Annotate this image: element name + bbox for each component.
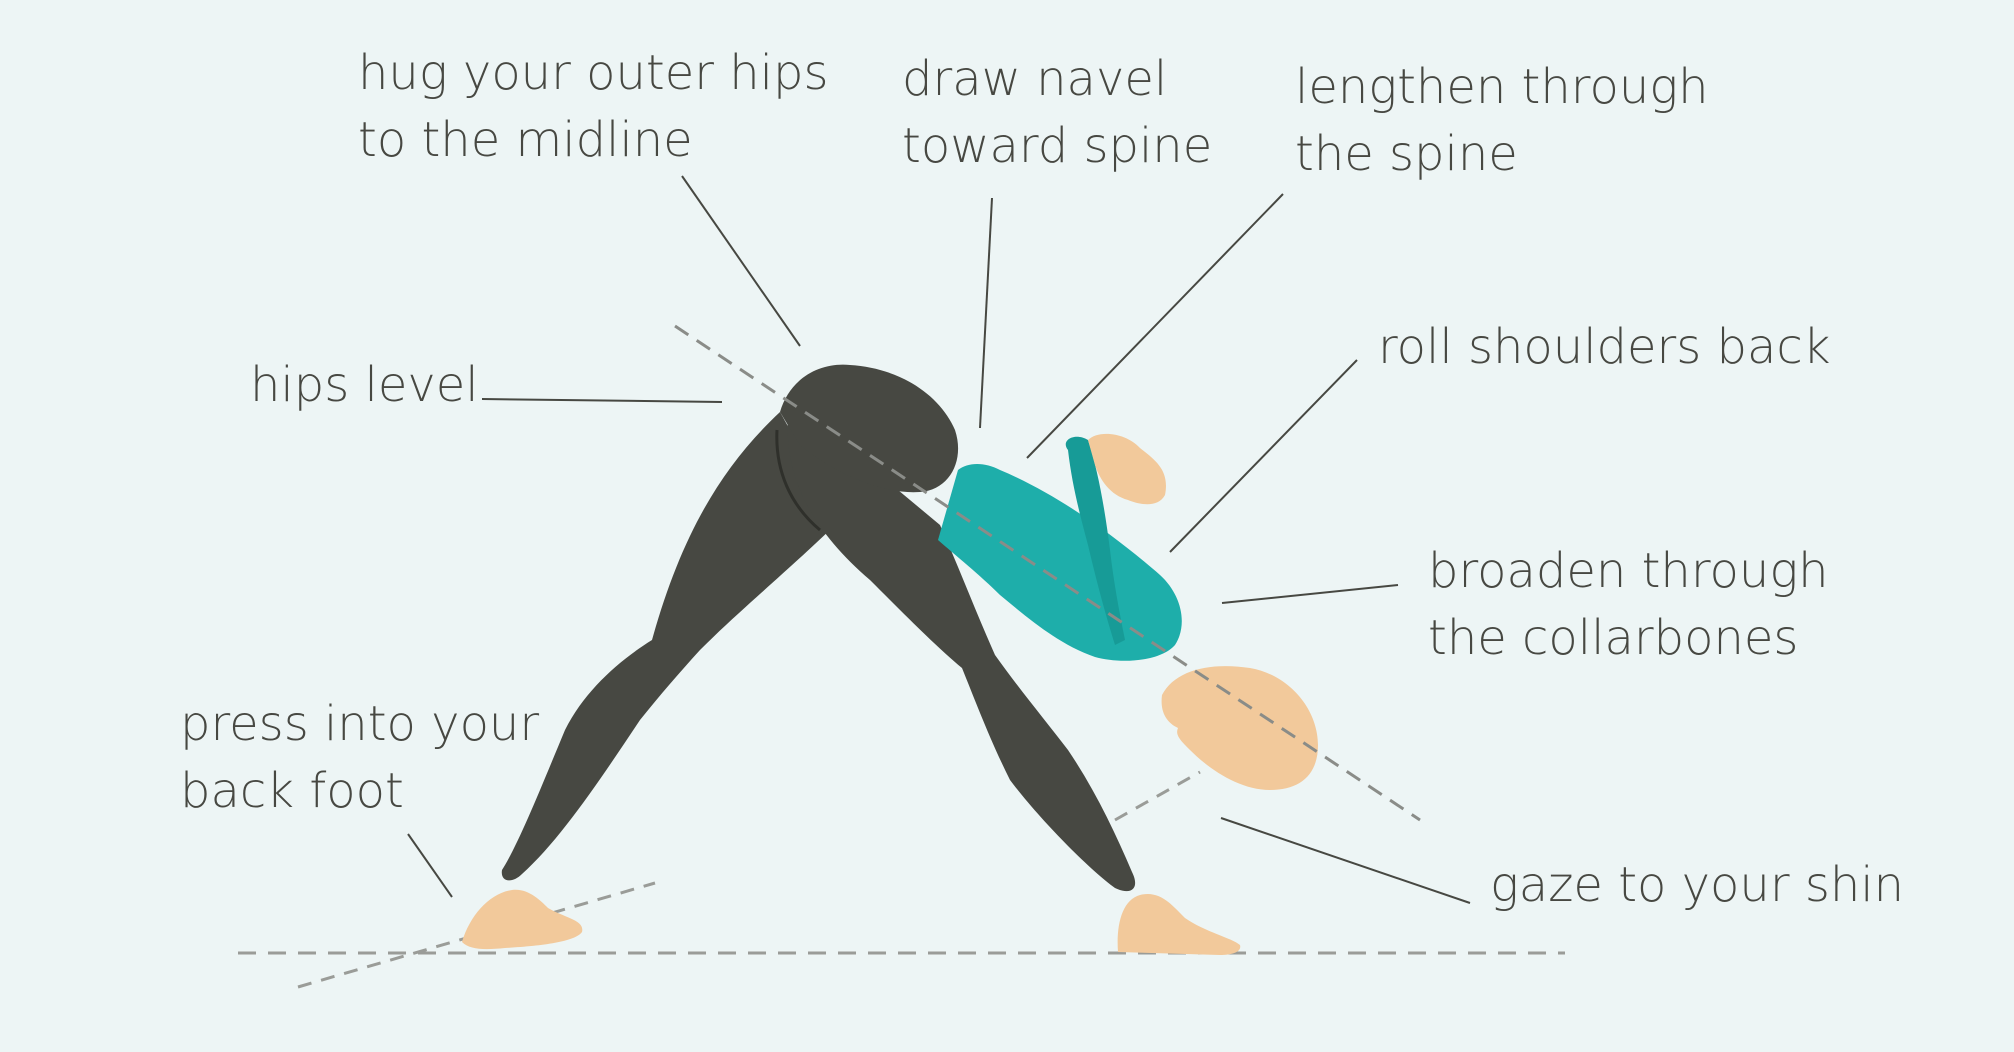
front-foot-shape <box>1117 894 1241 955</box>
roll-shoulders-annotation: roll shoulders back <box>1378 314 1831 381</box>
lengthen-spine-line-1: lengthen through <box>1295 59 1709 115</box>
draw-navel-leader-line <box>979 197 993 429</box>
gaze-shin-annotation: gaze to your shin <box>1490 852 1904 919</box>
lengthen-spine-annotation: lengthen through the spine <box>1295 54 1708 188</box>
back-foot-guide-line <box>297 881 656 989</box>
arm-sleeve-shape <box>1065 436 1125 645</box>
glute-crease-line <box>775 429 821 532</box>
front-leg-shape <box>787 400 1136 892</box>
lengthen-spine-leader-line <box>1026 193 1284 459</box>
draw-navel-line-1: draw navel <box>902 51 1168 107</box>
hug-hips-annotation: hug your outer hips to the midline <box>358 40 828 174</box>
back-foot-shape <box>462 889 583 950</box>
hug-hips-leader-line <box>681 175 801 347</box>
head-shape <box>1161 666 1318 790</box>
hug-hips-line-2: to the midline <box>358 112 693 168</box>
hips-level-annotation: hips level <box>250 352 479 419</box>
back-leg-shape <box>501 412 840 881</box>
broaden-collarbones-leader-line <box>1221 584 1399 604</box>
broaden-collarbones-line-1: broaden through <box>1428 543 1829 599</box>
hand-shape <box>1088 433 1166 505</box>
hips-level-leader-line <box>481 398 723 403</box>
gaze-shin-line-1: gaze to your shin <box>1490 857 1905 913</box>
gaze-shin-leader-line <box>1220 817 1471 904</box>
hips-level-line-1: hips level <box>250 357 479 413</box>
hug-hips-line-1: hug your outer hips <box>358 45 829 101</box>
torso-shape <box>938 464 1182 661</box>
hips-shape <box>780 364 959 493</box>
broaden-collarbones-line-2: the collarbones <box>1428 610 1799 666</box>
broaden-collarbones-annotation: broaden through the collarbones <box>1428 538 1829 672</box>
lengthen-spine-line-2: the spine <box>1295 126 1518 182</box>
press-back-foot-leader-line <box>407 833 453 898</box>
gaze-guide-line <box>1114 770 1201 822</box>
press-back-foot-annotation: press into your back foot <box>180 691 539 825</box>
press-back-foot-line-1: press into your <box>180 696 540 752</box>
press-back-foot-line-2: back foot <box>180 763 404 819</box>
draw-navel-annotation: draw navel toward spine <box>902 46 1212 180</box>
spine-guide-line <box>674 324 1421 822</box>
draw-navel-line-2: toward spine <box>902 118 1213 174</box>
roll-shoulders-line-1: roll shoulders back <box>1378 319 1831 375</box>
roll-shoulders-leader-line <box>1169 359 1358 553</box>
